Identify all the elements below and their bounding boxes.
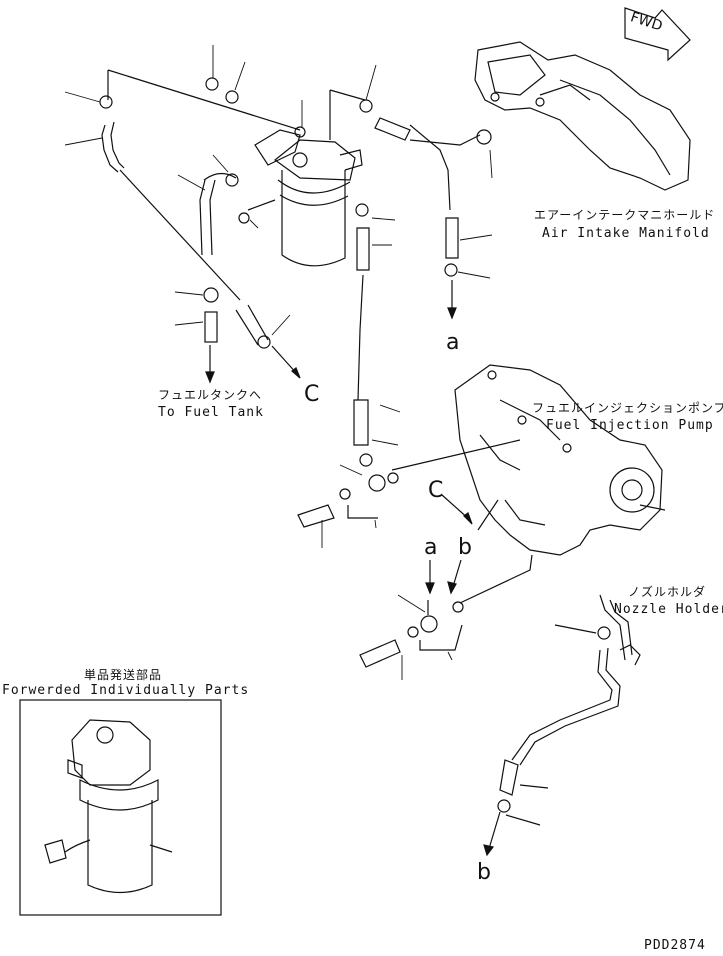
leader-lines-mid [374,519,453,680]
fuel-pump-label-en: Fuel Injection Pump [546,418,714,433]
fuel-tank-label-en: To Fuel Tank [158,405,264,420]
drawing-number: PDD2874 [644,938,706,953]
connector-a-mid: a [424,535,438,560]
banjo-fittings [297,439,533,668]
arrow-to-a-top [447,280,457,320]
forwarded-parts-box [19,699,222,916]
arrow-to-b-bottom [483,811,501,857]
spare-fuel-filter [44,719,173,894]
air-intake-label-jp: エアーインテークマニホールド [534,208,716,222]
connector-a-top: a [446,330,460,355]
connector-c-left: C [304,382,320,407]
arrow-c-middle [441,494,499,531]
arrows-a-b-middle [425,559,462,595]
air-intake-manifold [474,41,691,191]
air-intake-label-en: Air Intake Manifold [542,226,710,241]
connector-c-mid: C [428,478,444,503]
connector-b-mid: b [458,535,472,560]
fuel-injection-pump [454,364,666,556]
connector-b-bottom: b [477,860,491,885]
fuel-tank-label-jp: フュエルタンクへ [158,388,263,402]
fuel-pump-label-jp: フュエルインジェクションポンプ [532,401,723,415]
fwd-arrow-icon [624,7,691,62]
forwarded-label-en: Forwerded Individually Parts [2,683,250,698]
fuel-hoses [99,69,492,467]
fuel-filter-assembly [238,126,363,267]
leader-lines [64,45,493,548]
nozzle-label-jp: ノズルホルダ [628,585,707,599]
nozzle-label-en: Nozzle Holder [614,602,723,617]
arrow-to-c [271,345,301,379]
arrow-to-fuel-tank [205,345,215,384]
nozzle-holder [497,594,641,826]
forwarded-label-jp: 単品発送部品 [84,668,163,682]
